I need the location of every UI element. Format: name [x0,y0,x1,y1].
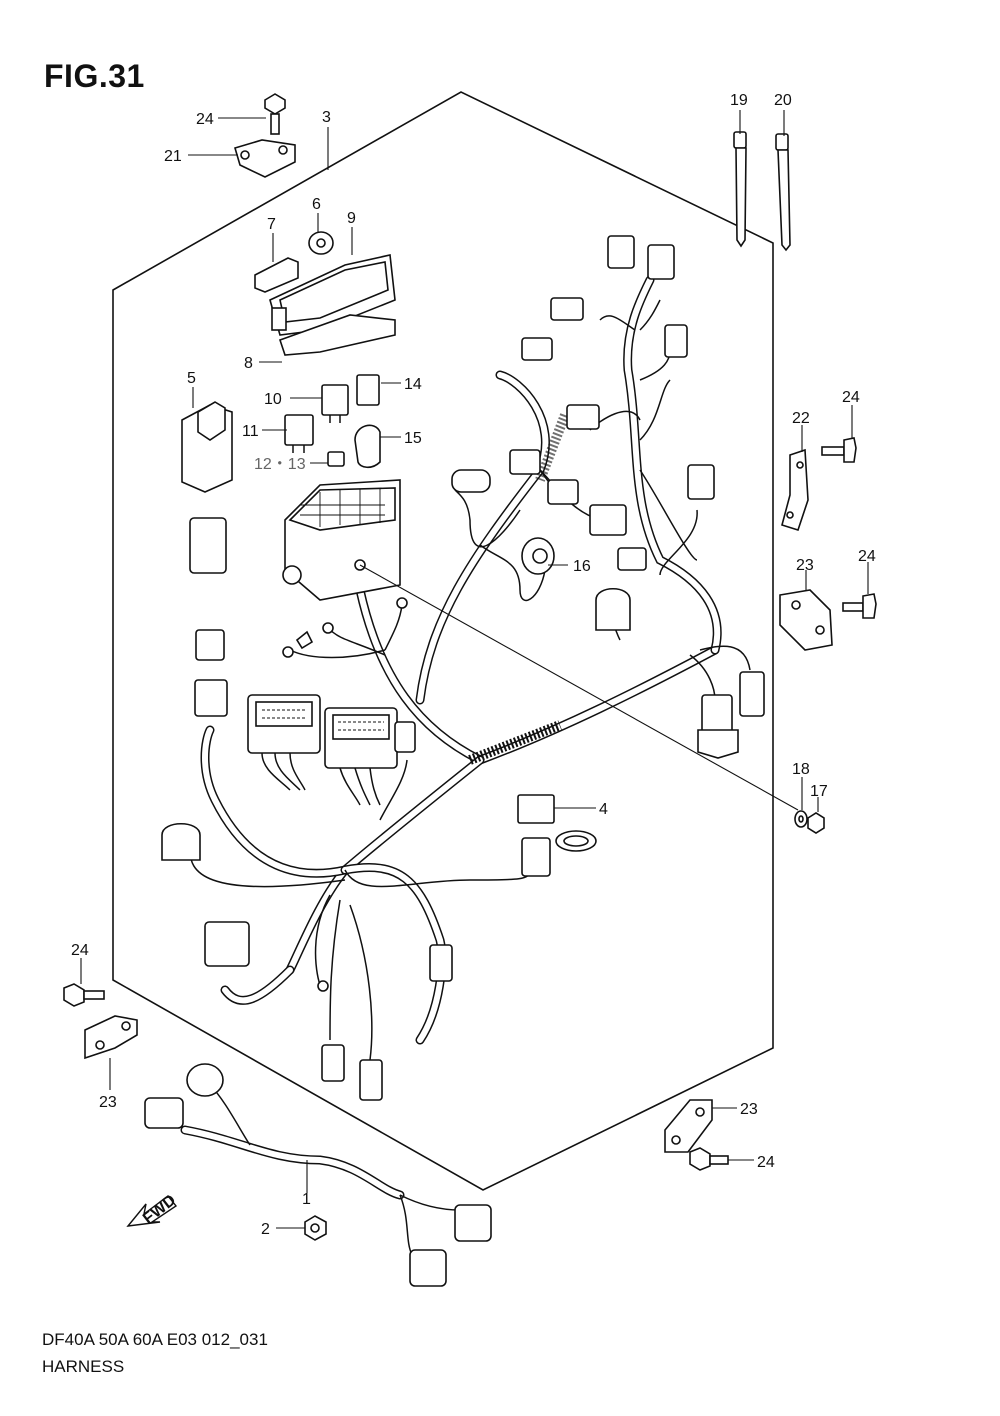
callout-8: 8 [244,355,253,372]
callout-19: 19 [730,92,748,109]
part-23-bracket-bottom [664,1099,713,1153]
part-15-cap [354,424,381,469]
part-24-bolt-left [63,983,105,1007]
upper-connectors [451,235,715,631]
callout-6: 6 [312,196,321,213]
left-connectors [161,517,551,1101]
callout-24-r1: 24 [842,389,860,406]
figure-title: FIG.31 [44,58,145,94]
callout-10: 10 [264,391,282,408]
figure-name: HARNESS [42,1357,125,1376]
callout-15: 15 [404,430,422,447]
callout-12-13: 12・13 [254,456,306,473]
ecm-connector-left [247,694,321,791]
part-1-battery-cable [144,1063,492,1287]
part-17-nut [807,812,825,834]
callout-leaders [80,110,869,1229]
callout-21: 21 [164,148,182,165]
assembly-frame [112,91,774,1191]
callout-5: 5 [187,370,196,387]
part-16-sensor [521,537,555,575]
callout-4: 4 [599,801,608,818]
part-22-bracket [781,448,809,531]
callout-22: 22 [792,410,810,427]
part-11-relay [284,414,314,453]
part-5-module [181,401,233,493]
part-6-grommet [308,231,334,255]
part-10-relay [321,384,349,423]
callout-24-top: 24 [196,111,214,128]
callout-18: 18 [792,761,810,778]
part-20-cable-tie [775,133,791,252]
callout-labels: 24 3 21 6 7 9 8 5 10 14 11 15 12・13 16 4… [71,92,876,1238]
part-14-fuse [356,374,380,406]
callout-9: 9 [347,210,356,227]
callout-7: 7 [267,216,276,233]
ground-terminals [282,597,408,992]
callout-16: 16 [573,558,591,575]
right-connectors [697,671,765,759]
part-12-13-fuse [327,451,345,467]
callout-11: 11 [242,423,259,440]
callout-23-r: 23 [796,557,814,574]
part-2-nut [304,1215,327,1241]
part-23-bracket-r [779,589,833,651]
callout-3: 3 [322,109,331,126]
callout-2: 2 [261,1221,270,1238]
fuse-box-ground-leader [359,564,799,811]
fwd-arrow: FWD [126,1192,179,1228]
part-24-bolt-top [264,93,286,135]
fuse-box-cover [269,254,396,356]
callout-24-bottom: 24 [757,1154,775,1171]
callout-14: 14 [404,376,422,393]
callout-23-left: 23 [99,1094,117,1111]
figure-code: DF40A 50A 60A E03 012_031 [42,1330,268,1349]
part-7-clip [254,257,299,293]
part-4-relay [517,794,597,852]
callout-24-r2: 24 [858,548,876,565]
callout-17: 17 [810,783,828,800]
part-19-cable-tie [733,131,747,248]
ecm-connector-right [324,707,398,806]
part-18-washer [794,810,808,828]
callout-20: 20 [774,92,792,109]
callout-1: 1 [302,1191,311,1208]
part-23-bracket-left [84,1015,138,1060]
callout-24-left: 24 [71,942,89,959]
part-24-bolt-bottom [689,1147,729,1171]
part-21-bracket [234,139,296,178]
callout-23-bottom: 23 [740,1101,758,1118]
main-harness [200,275,722,1045]
part-24-bolt-r1 [821,437,857,463]
fuse-box [282,479,401,601]
part-24-bolt-r2 [842,593,877,619]
